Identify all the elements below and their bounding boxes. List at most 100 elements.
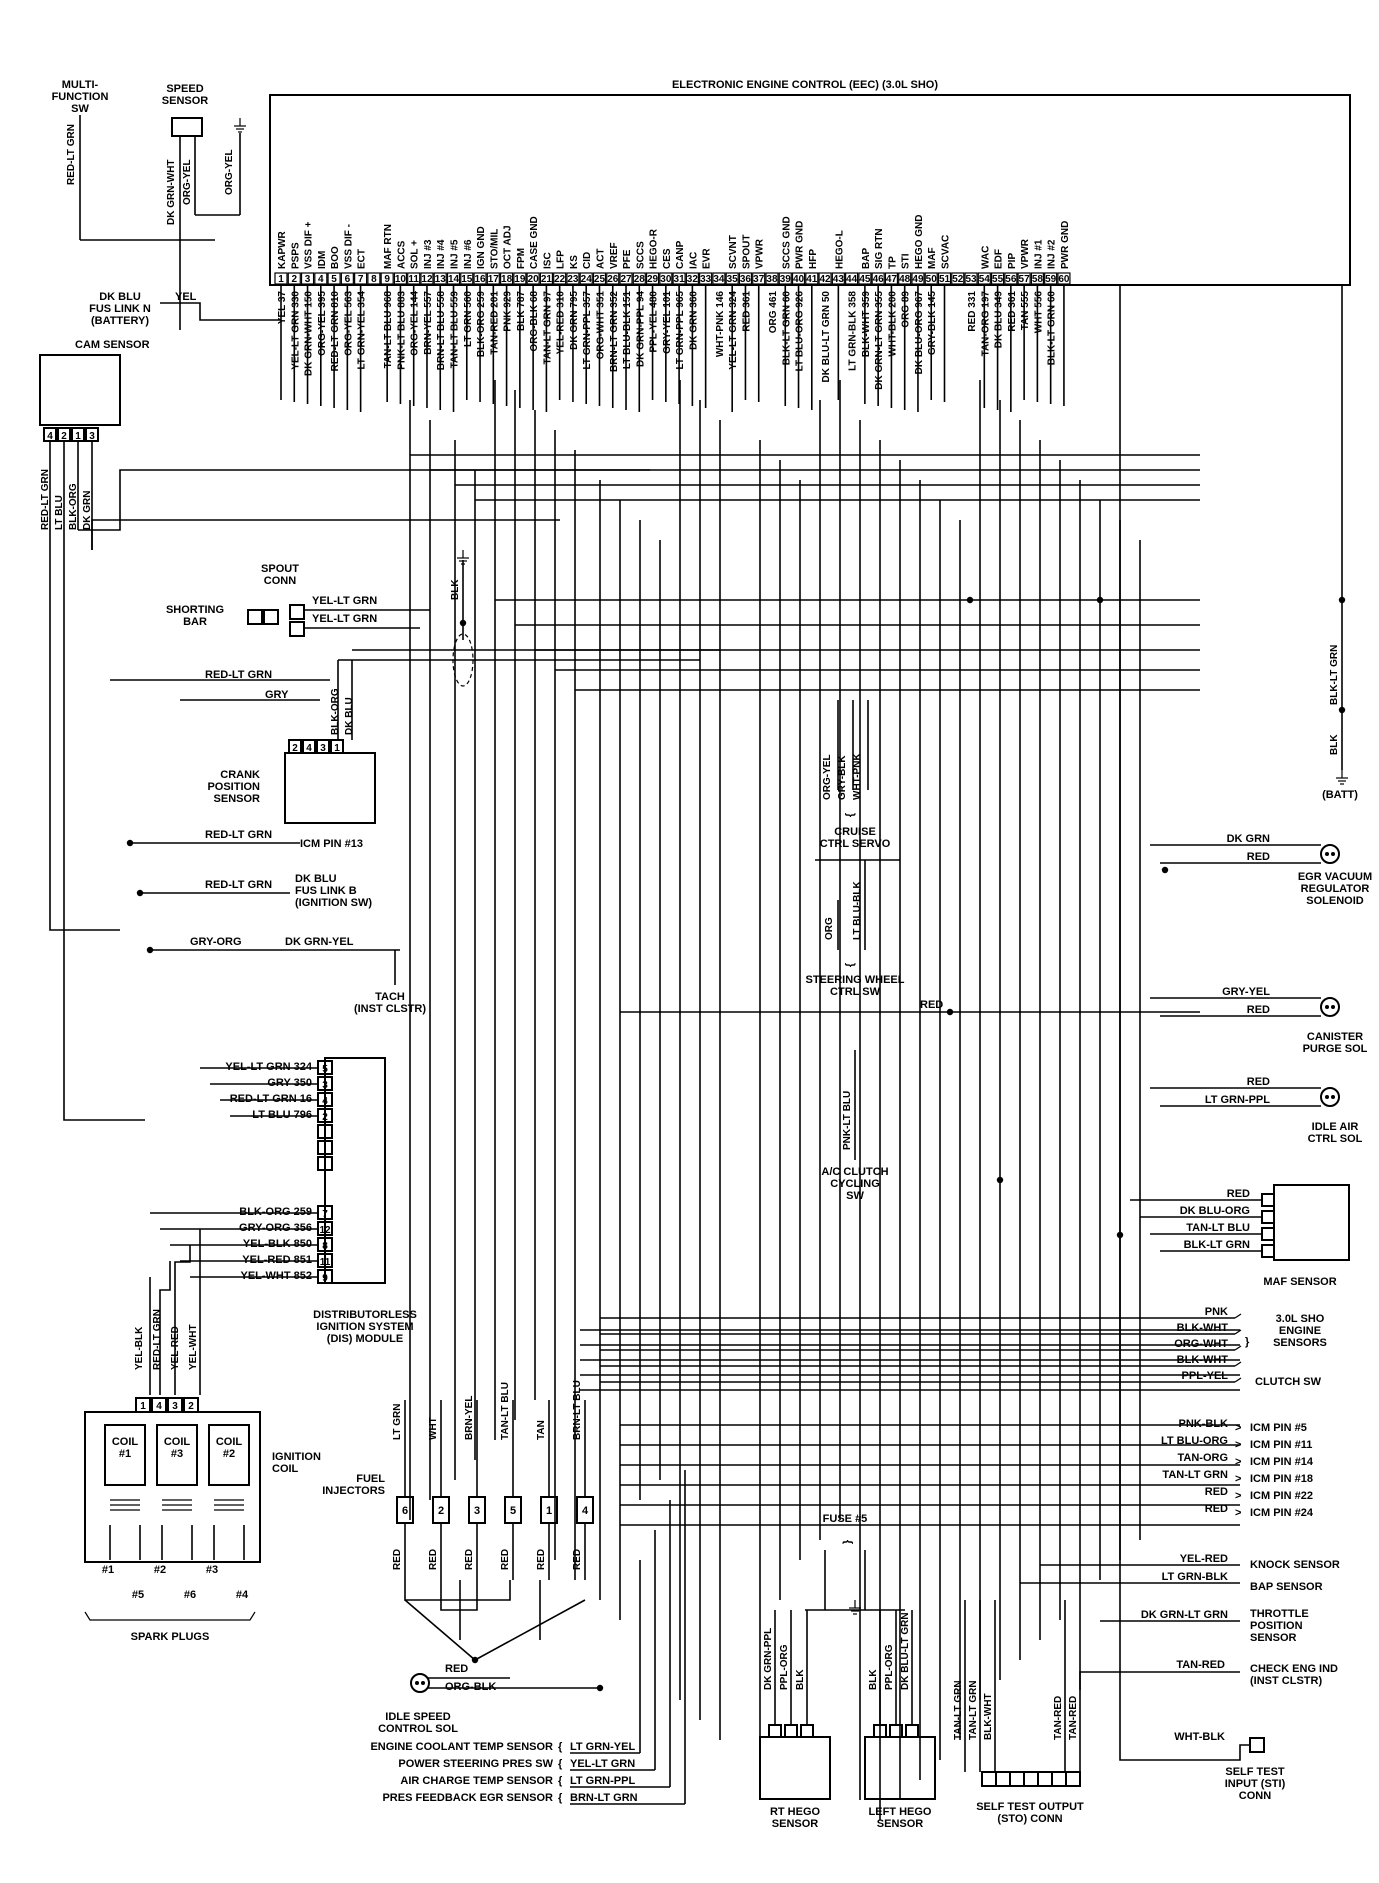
- eec-pin-number: 27: [620, 274, 632, 285]
- eec-pin-name: EDF: [994, 249, 1005, 269]
- eec-pin-wire: WHT-PNK 146: [715, 291, 726, 358]
- eec-pin-number: 18: [501, 274, 513, 285]
- maf-sensor: [1273, 1184, 1350, 1261]
- splice-dot: [1116, 1231, 1124, 1239]
- splice-dot: [459, 619, 467, 627]
- eec-pin-name: INJ #3: [423, 239, 434, 269]
- eec-pin-number: 26: [607, 274, 619, 285]
- injector-red-wire: RED: [392, 1549, 403, 1570]
- speed-wire: DK GRN-WHT: [166, 159, 177, 225]
- eec-pin-name: BOO: [330, 246, 341, 269]
- injector-wire: WHT: [428, 1417, 439, 1440]
- spark-plug-number: #2: [154, 1564, 166, 1576]
- eec-pin-name: CASE GND: [529, 216, 540, 269]
- sto-wire: TAN-RED: [1053, 1696, 1064, 1740]
- eec-pin-number: 10: [395, 274, 407, 285]
- cam-wire: BLK-ORG: [68, 483, 79, 530]
- terminal-dot: [1325, 1095, 1329, 1099]
- eec-pin-box: [712, 272, 726, 285]
- eec-pin-box: [738, 272, 753, 285]
- sho-sensor-wire: PPL-YEL: [1182, 1370, 1229, 1382]
- eec-pin-number: 41: [806, 274, 818, 285]
- eec-pin-wire: DK GRN 795: [569, 291, 580, 350]
- eec-pin-box: [818, 272, 832, 285]
- sto-wire: TAN-LT GRN: [968, 1680, 979, 1740]
- eec-pin-name: KAPWR: [277, 230, 288, 269]
- eec-pin-box: [977, 272, 991, 285]
- eec-pin-box: [314, 272, 328, 285]
- sensor-wire: YEL-LT GRN: [570, 1758, 635, 1770]
- eec-pin-name: SIG RTN: [874, 228, 885, 269]
- connector-icon: >: [1235, 1439, 1241, 1451]
- batt-label: (BATT): [1322, 789, 1358, 801]
- eec-pin-wire: DK GRN-WHT 150: [304, 291, 315, 376]
- eec-pin-number: 2: [291, 274, 297, 285]
- injector-red-wire: RED: [536, 1549, 547, 1570]
- splice-dot: [966, 596, 974, 604]
- splice-dot: [1096, 596, 1104, 604]
- eec-pin-wire: LT BLU-BLK 151: [622, 291, 633, 370]
- cam-wire: DK GRN: [82, 491, 93, 530]
- eec-pin-wire: RED-LT GRN 810: [330, 291, 341, 372]
- spout-wire: YEL-LT GRN: [312, 595, 377, 607]
- sho-sensor-wire: PNK: [1205, 1306, 1228, 1318]
- eec-pin-name: STO/MIL: [489, 229, 500, 269]
- bap-wire: LT GRN-BLK: [1162, 1571, 1228, 1583]
- eec-pin-name: PWR GND: [795, 221, 806, 269]
- dis-wire: YEL-WHT 852: [240, 1270, 312, 1282]
- eec-pin-number: 5: [331, 274, 337, 285]
- sto-label: SELF TEST OUTPUT(STO) CONN: [976, 1801, 1084, 1825]
- eec-pin-box: [964, 272, 978, 285]
- cam-pin-number: 1: [75, 431, 81, 442]
- coil-pin-number: 3: [172, 1401, 178, 1412]
- eec-pin-box: [725, 272, 739, 285]
- eec-pin-wire: BRN-LT BLU 558: [436, 291, 447, 371]
- eec-pin-box: [765, 272, 779, 285]
- speed-wire: ORG-YEL: [224, 149, 235, 195]
- eec-pin-number: 30: [660, 274, 672, 285]
- eec-pin-wire: PNK-LT BLU 883: [396, 291, 407, 370]
- eec-pin-box: [632, 272, 646, 285]
- eec-pin-number: 23: [567, 274, 579, 285]
- eec-pin-name: EVR: [702, 248, 713, 269]
- eec-pin-name: HEGO-L: [834, 230, 845, 269]
- injector-number: 4: [582, 1505, 589, 1517]
- eec-pin-wire: TAN-LT BLU 968: [383, 291, 394, 369]
- left-hego-wire: BLK: [868, 1669, 879, 1690]
- eec-pin-box: [367, 272, 381, 285]
- eec-pin-wire: YEL-LT GRN 330: [290, 291, 301, 370]
- brace: {: [558, 1792, 563, 1804]
- splice-dot: [136, 889, 144, 897]
- eec-pin-name: ACT: [595, 248, 606, 269]
- eec-pin-wire: LT BLU-ORG 926: [795, 291, 806, 372]
- cruise-wire: WHT-PNK: [852, 753, 863, 800]
- eec-pin-box: [911, 272, 925, 285]
- eec-pin-box: [990, 272, 1005, 285]
- eec-pin-wire: ORG-YEL 144: [410, 291, 421, 356]
- eec-pin-number: 57: [1019, 274, 1031, 285]
- injector-red-wire: RED: [428, 1549, 439, 1570]
- eec-pin-name: CES: [662, 248, 673, 269]
- eec-pin-box: [274, 272, 288, 285]
- eec-pin-box: [685, 272, 699, 285]
- eec-pin-box: [699, 272, 713, 285]
- injector-number: 3: [474, 1505, 480, 1517]
- eec-pin-name: HFP: [808, 249, 819, 269]
- eec-pin-number: 32: [687, 274, 699, 285]
- eec-pin-wire: TAN 555: [1020, 291, 1031, 331]
- crank-sensor: [284, 752, 376, 824]
- eec-pin-name: STI: [901, 253, 912, 269]
- left-hego-wire: PPL-ORG: [884, 1644, 895, 1690]
- coil-label: COIL#2: [216, 1436, 243, 1460]
- eec-pin-name: SCVNT: [728, 235, 739, 269]
- icm-pin-label: ICM PIN #14: [1250, 1456, 1314, 1468]
- terminal-dot: [1331, 852, 1335, 856]
- sensor-label: ENGINE COOLANT TEMP SENSOR: [370, 1741, 553, 1753]
- eec-pin-name: VREF: [609, 242, 620, 269]
